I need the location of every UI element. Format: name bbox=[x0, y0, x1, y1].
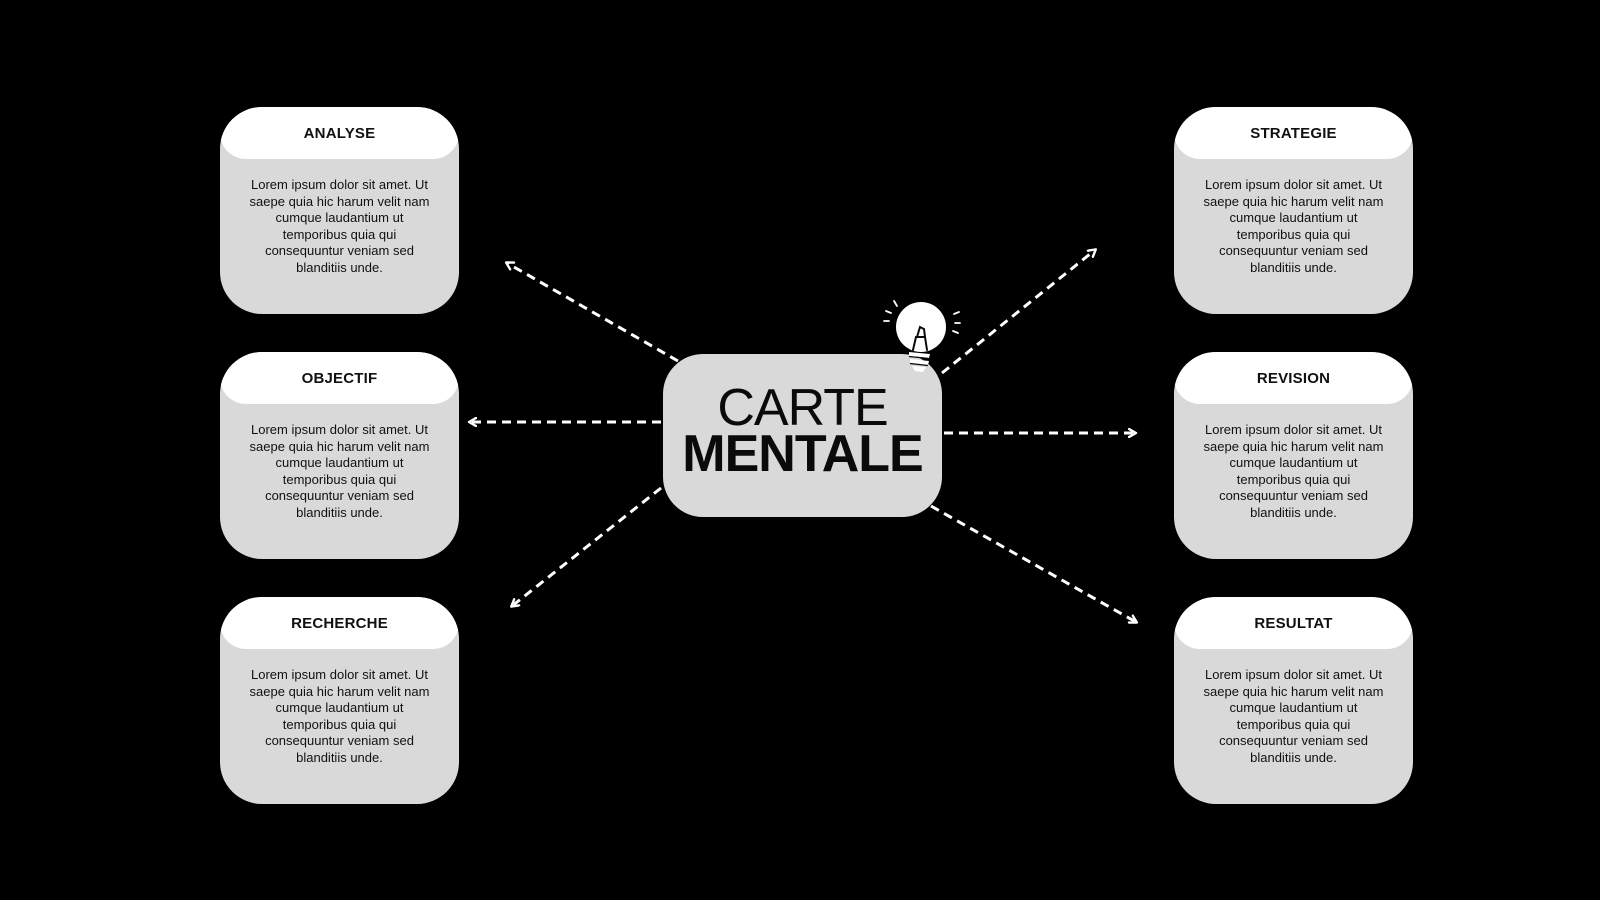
node-title: RESULTAT bbox=[1174, 597, 1413, 649]
central-title-line2: MENTALE bbox=[682, 425, 923, 483]
node-revision: REVISION Lorem ipsum dolor sit amet. Ut … bbox=[1174, 352, 1413, 559]
node-title: RECHERCHE bbox=[220, 597, 459, 649]
connector-recherche bbox=[512, 486, 662, 606]
node-description: Lorem ipsum dolor sit amet. Ut saepe qui… bbox=[249, 667, 430, 765]
node-description: Lorem ipsum dolor sit amet. Ut saepe qui… bbox=[1203, 667, 1384, 765]
node-title: STRATEGIE bbox=[1174, 107, 1413, 159]
node-resultat: RESULTAT Lorem ipsum dolor sit amet. Ut … bbox=[1174, 597, 1413, 804]
node-description: Lorem ipsum dolor sit amet. Ut saepe qui… bbox=[249, 177, 430, 275]
connector-analyse bbox=[507, 263, 679, 363]
central-node: CARTE MENTALE bbox=[663, 354, 942, 517]
lightbulb-icon bbox=[883, 300, 961, 372]
central-title-line1: CARTE bbox=[717, 379, 888, 437]
node-description: Lorem ipsum dolor sit amet. Ut saepe qui… bbox=[249, 422, 430, 520]
connector-strategie bbox=[941, 250, 1095, 375]
node-recherche: RECHERCHE Lorem ipsum dolor sit amet. Ut… bbox=[220, 597, 459, 804]
node-title: OBJECTIF bbox=[220, 352, 459, 404]
node-title: ANALYSE bbox=[220, 107, 459, 159]
connector-resultat bbox=[930, 504, 1136, 622]
node-description: Lorem ipsum dolor sit amet. Ut saepe qui… bbox=[1203, 177, 1384, 275]
node-analyse: ANALYSE Lorem ipsum dolor sit amet. Ut s… bbox=[220, 107, 459, 314]
node-description: Lorem ipsum dolor sit amet. Ut saepe qui… bbox=[1203, 422, 1384, 520]
node-objectif: OBJECTIF Lorem ipsum dolor sit amet. Ut … bbox=[220, 352, 459, 559]
node-title: REVISION bbox=[1174, 352, 1413, 404]
node-strategie: STRATEGIE Lorem ipsum dolor sit amet. Ut… bbox=[1174, 107, 1413, 314]
